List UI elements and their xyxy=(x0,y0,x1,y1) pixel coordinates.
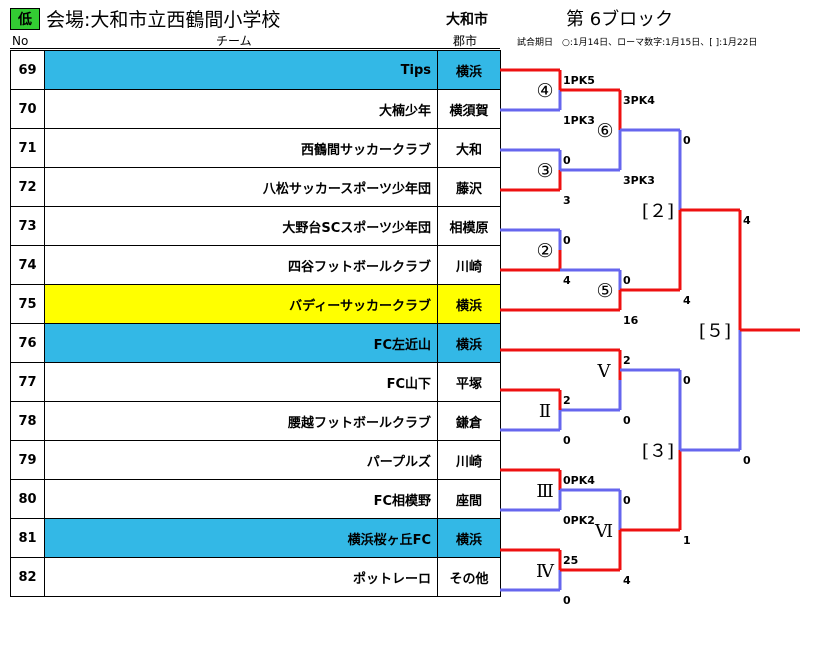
score-top: 0 xyxy=(623,494,631,507)
score-top: 0 xyxy=(683,134,691,147)
match-label: ⑤ xyxy=(596,280,613,302)
team-district: 横須賀 xyxy=(437,89,501,129)
team-number: 73 xyxy=(10,206,45,246)
score-top: 0 xyxy=(563,234,571,247)
team-number: 69 xyxy=(10,50,45,90)
team-name: 大楠少年 xyxy=(44,89,438,129)
score-bottom: 3 xyxy=(563,194,571,207)
score-bottom: 0PK2 xyxy=(563,514,595,527)
score-top: 0 xyxy=(563,154,571,167)
team-district: 横浜 xyxy=(437,323,501,363)
score-top: 0 xyxy=(683,374,691,387)
match-label: ③ xyxy=(536,160,553,182)
score-top: 0 xyxy=(623,274,631,287)
team-name: 八松サッカースポーツ少年団 xyxy=(44,167,438,207)
team-number: 75 xyxy=(10,284,45,324)
score-top: 0PK4 xyxy=(563,474,595,487)
team-district: 横浜 xyxy=(437,518,501,558)
team-number: 71 xyxy=(10,128,45,168)
score-bottom: 1PK3 xyxy=(563,114,595,127)
score-top: 1PK5 xyxy=(563,74,595,87)
team-district: 相模原 xyxy=(437,206,501,246)
match-label: [３] xyxy=(642,441,674,462)
team-district: その他 xyxy=(437,557,501,597)
score-bottom: 0 xyxy=(743,454,751,467)
team-name: パープルズ xyxy=(44,440,438,480)
score-top: 2 xyxy=(623,354,631,367)
team-name: 四谷フットボールクラブ xyxy=(44,245,438,285)
team-district: 鎌倉 xyxy=(437,401,501,441)
score-bottom: 0 xyxy=(623,414,631,427)
team-district: 横浜 xyxy=(437,50,501,90)
score-top: 25 xyxy=(563,554,578,567)
score-bottom: 0 xyxy=(563,434,571,447)
score-top: 4 xyxy=(743,214,751,227)
team-number: 80 xyxy=(10,479,45,519)
team-name: バディーサッカークラブ xyxy=(44,284,438,324)
team-name: 横浜桜ヶ丘FC xyxy=(44,518,438,558)
match-label: ⑥ xyxy=(596,120,613,142)
score-top: 2 xyxy=(563,394,571,407)
score-bottom: 1 xyxy=(683,534,691,547)
match-label: Ⅳ xyxy=(536,561,555,582)
match-label: ④ xyxy=(536,80,553,102)
team-district: 藤沢 xyxy=(437,167,501,207)
header-divider xyxy=(10,48,500,49)
score-bottom: 4 xyxy=(683,294,691,307)
team-number: 82 xyxy=(10,557,45,597)
score-bottom: 4 xyxy=(623,574,631,587)
team-district: 川崎 xyxy=(437,440,501,480)
level-badge: 低 xyxy=(10,8,40,30)
match-label: Ⅲ xyxy=(536,481,553,502)
match-label: [５] xyxy=(699,321,731,342)
score-bottom: 16 xyxy=(623,314,639,327)
team-number: 70 xyxy=(10,89,45,129)
team-name: 腰越フットボールクラブ xyxy=(44,401,438,441)
block-title: 第 6ブロック xyxy=(566,9,674,30)
column-header-team: チーム xyxy=(216,34,252,48)
venue-title: 会場:大和市立西鶴間小学校 xyxy=(46,9,281,31)
team-number: 72 xyxy=(10,167,45,207)
team-district: 川崎 xyxy=(437,245,501,285)
match-label: Ⅱ xyxy=(539,401,551,422)
score-bottom: 0 xyxy=(563,594,571,607)
score-top: 3PK4 xyxy=(623,94,655,107)
match-label: Ⅵ xyxy=(594,521,613,542)
score-bottom: 3PK3 xyxy=(623,174,655,187)
team-name: 大野台SCスポーツ少年団 xyxy=(44,206,438,246)
score-bottom: 4 xyxy=(563,274,571,287)
column-header-pref: 郡市 xyxy=(453,34,478,48)
match-label: [２] xyxy=(642,201,674,222)
team-name: FC相模野 xyxy=(44,479,438,519)
match-label: ② xyxy=(536,240,553,262)
team-name: Tips xyxy=(44,50,438,90)
column-header-no: No xyxy=(12,34,29,48)
match-dates-note: 試合期日 ○:1月14日、ローマ数字:1月15日、[ ]:1月22日 xyxy=(517,38,758,48)
match-label: Ⅴ xyxy=(597,361,612,382)
team-district: 横浜 xyxy=(437,284,501,324)
host-city: 大和市 xyxy=(446,12,488,28)
team-district: 座間 xyxy=(437,479,501,519)
